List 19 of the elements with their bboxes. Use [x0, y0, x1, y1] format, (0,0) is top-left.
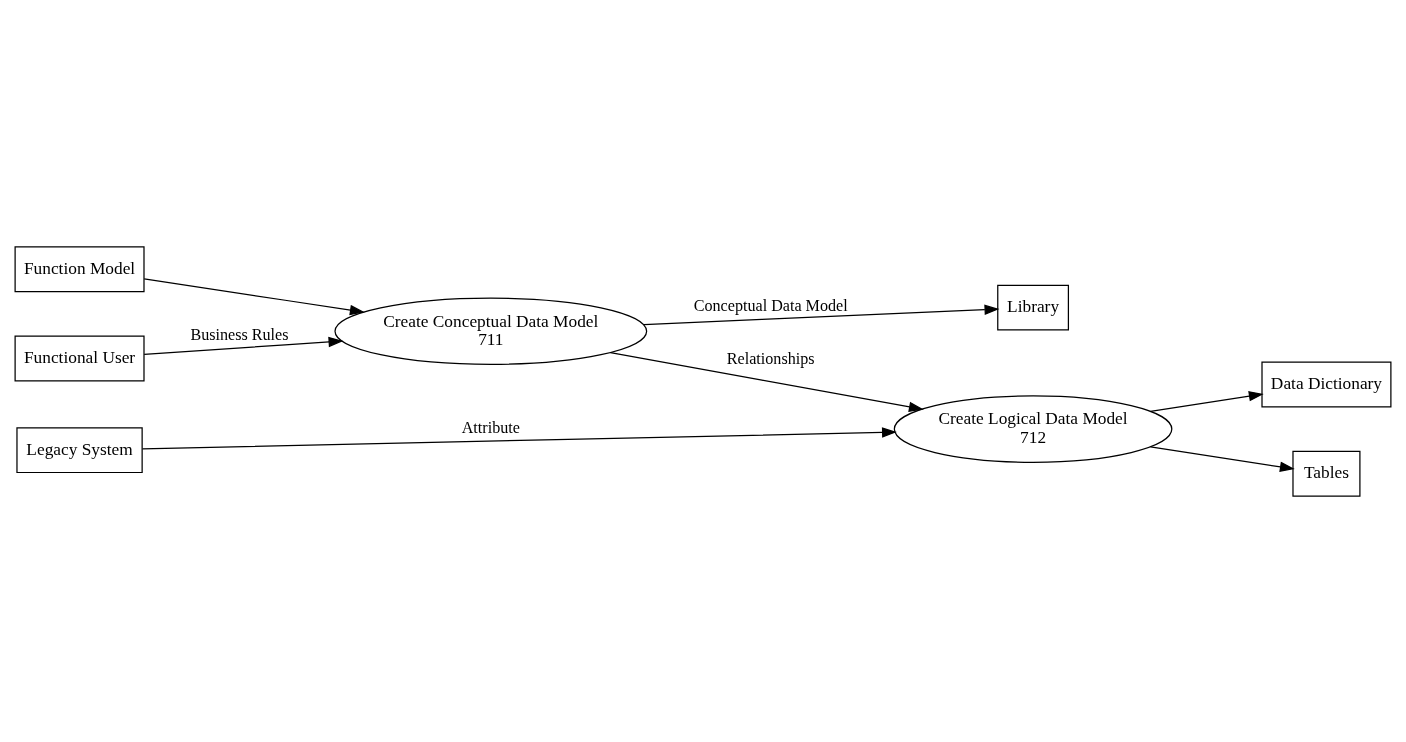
node-box: Function Model	[14, 245, 145, 292]
arrow	[1149, 390, 1264, 412]
arrow	[141, 426, 897, 449]
edge-label: Attribute	[461, 418, 520, 436]
node-box: Tables	[1292, 450, 1361, 497]
arrow	[143, 336, 344, 355]
arrow	[609, 351, 924, 412]
node-box: Data Dictionary	[1261, 361, 1392, 407]
arrow	[1149, 445, 1295, 472]
node-box: Library	[997, 284, 1069, 331]
arrow	[143, 277, 365, 315]
edge-label: Relationships	[726, 349, 815, 367]
arrow	[643, 304, 1000, 325]
node-ellipse: Create Logical Data Model 712	[893, 394, 1173, 463]
node-ellipse: Create Conceptual Data Model 711	[334, 296, 648, 365]
edge-label: Conceptual Data Model	[693, 296, 848, 314]
node-box: Legacy System	[16, 426, 143, 473]
node-box: Functional User	[14, 335, 145, 381]
edge-label: Business Rules	[190, 325, 289, 343]
